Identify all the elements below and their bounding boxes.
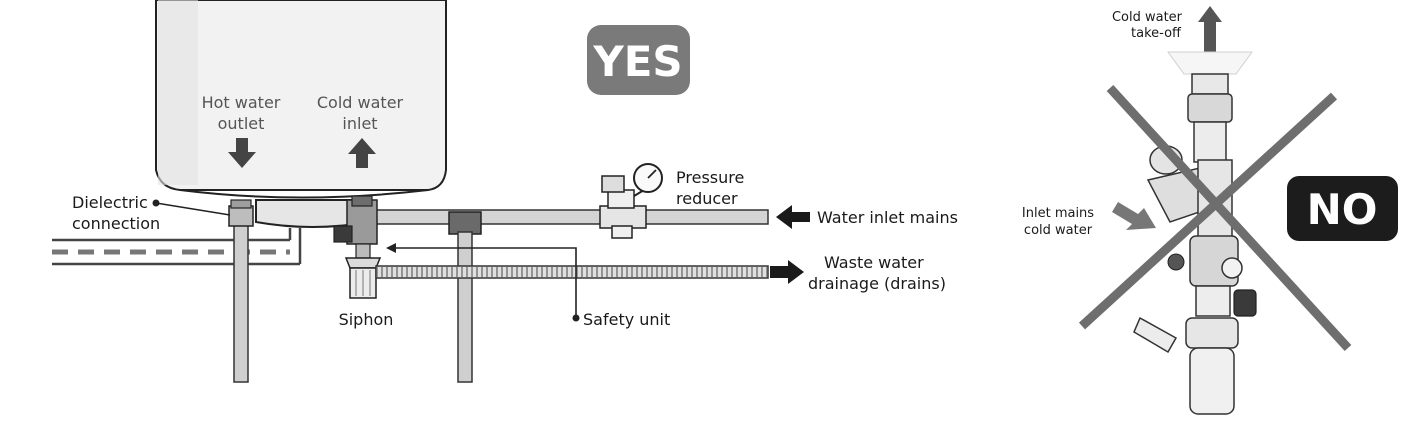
- dielectric-label-1: Dielectric: [72, 193, 148, 212]
- safety-unit-assembly: [333, 195, 382, 299]
- no-badge-text: NO: [1307, 185, 1378, 234]
- cross-out-icon: [1078, 84, 1352, 352]
- leader-lines: [155, 202, 577, 318]
- water-inlet-mains-label: Water inlet mains: [817, 208, 958, 227]
- pressure-reducer-label-2: reducer: [676, 189, 738, 208]
- hot-water-outlet-label-2: outlet: [218, 114, 265, 133]
- cold-water-inlet-label-2: inlet: [342, 114, 377, 133]
- arrow-left-icon: [776, 205, 810, 229]
- water-heater-tank: [155, 0, 447, 228]
- yes-badge-text: YES: [592, 37, 682, 86]
- waste-water-label-2: drainage (drains): [808, 274, 946, 293]
- cold-inlet-pipe: [369, 209, 769, 383]
- incorrect-valve-assembly: [1133, 73, 1257, 415]
- arrow-right-icon: [1112, 202, 1156, 230]
- arrow-down-icon: [228, 138, 256, 168]
- pressure-reducer: [599, 163, 663, 239]
- cold-water-takeoff-label-1: Cold water: [1112, 10, 1183, 25]
- inlet-mains-label-1: Inlet mains: [1022, 206, 1094, 221]
- wall-lines: [52, 228, 302, 266]
- inlet-mains-label-2: cold water: [1024, 223, 1093, 238]
- arrow-up-icon: [1198, 6, 1222, 53]
- pressure-reducer-label-1: Pressure: [676, 168, 744, 187]
- siphon-label: Siphon: [339, 310, 394, 329]
- hot-water-outlet-label-1: Hot water: [202, 93, 281, 112]
- drain-hose: [375, 265, 769, 279]
- safety-unit-arrowhead: [386, 243, 396, 253]
- dielectric-dot: [152, 199, 160, 207]
- safety-unit-dot: [572, 314, 580, 322]
- cold-water-takeoff-label-2: take-off: [1131, 26, 1182, 41]
- safety-unit-label: Safety unit: [583, 310, 670, 329]
- cold-water-inlet-label-1: Cold water: [317, 93, 404, 112]
- hot-water-pipe: [228, 199, 254, 383]
- yes-badge: YES: [587, 25, 690, 95]
- arrow-right-icon: [770, 260, 804, 284]
- waste-water-label-1: Waste water: [824, 253, 924, 272]
- no-badge: NO: [1287, 176, 1398, 241]
- dielectric-label-2: connection: [72, 214, 160, 233]
- arrow-up-icon: [348, 138, 376, 168]
